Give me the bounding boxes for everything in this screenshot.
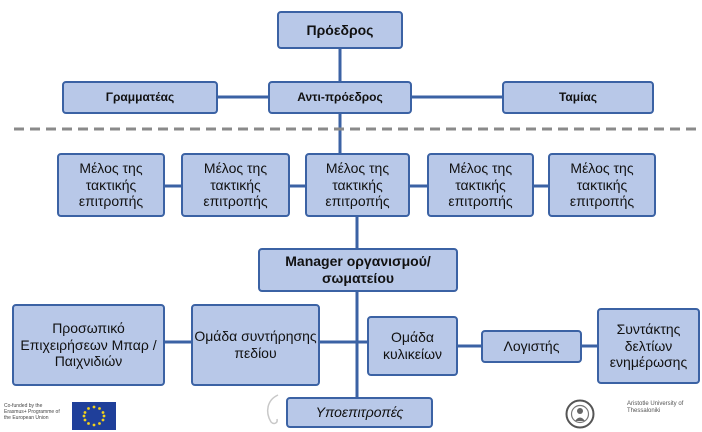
- university-seal-icon: [565, 399, 595, 429]
- manager-box: Manager οργανισμού/ σωματείου: [258, 248, 458, 292]
- accountant-box: Λογιστής: [481, 330, 582, 363]
- decorative-swirl-icon: [266, 394, 279, 425]
- committee-member-box-2: Μέλος της τακτικής επιτροπής: [181, 153, 290, 217]
- committee-member-box-3: Μέλος της τακτικής επιτροπής: [305, 153, 410, 217]
- eu-flag-icon: [72, 402, 116, 430]
- committee-member-box-4: Μέλος της τακτικής επιτροπής: [427, 153, 534, 217]
- newsletter-editor-box: Συντάκτης δελτίων ενημέρωσης: [597, 308, 700, 384]
- president-box: Πρόεδρος: [277, 11, 403, 49]
- vice-president-box: Αντι-πρόεδρος: [268, 81, 412, 114]
- subcommittees-box: Υποεπιτροπές: [286, 397, 433, 428]
- committee-member-box-5: Μέλος της τακτικής επιτροπής: [548, 153, 656, 217]
- university-logo-text: Aristotle University of Thessaloniki: [627, 401, 684, 414]
- maintenance-team-box: Ομάδα συντήρησης πεδίου: [191, 304, 320, 386]
- committee-member-box-1: Μέλος της τακτικής επιτροπής: [57, 153, 165, 217]
- treasurer-box: Ταμίας: [502, 81, 654, 114]
- bar-staff-box: Προσωπικό Επιχειρήσεων Μπαρ / Παιχνιδιών: [12, 304, 165, 386]
- secretary-box: Γραμματέας: [62, 81, 218, 114]
- eu-logo-text: Co-funded by the Erasmus+ Programme of t…: [4, 403, 60, 421]
- canteen-team-box: Ομάδα κυλικείων: [367, 316, 458, 376]
